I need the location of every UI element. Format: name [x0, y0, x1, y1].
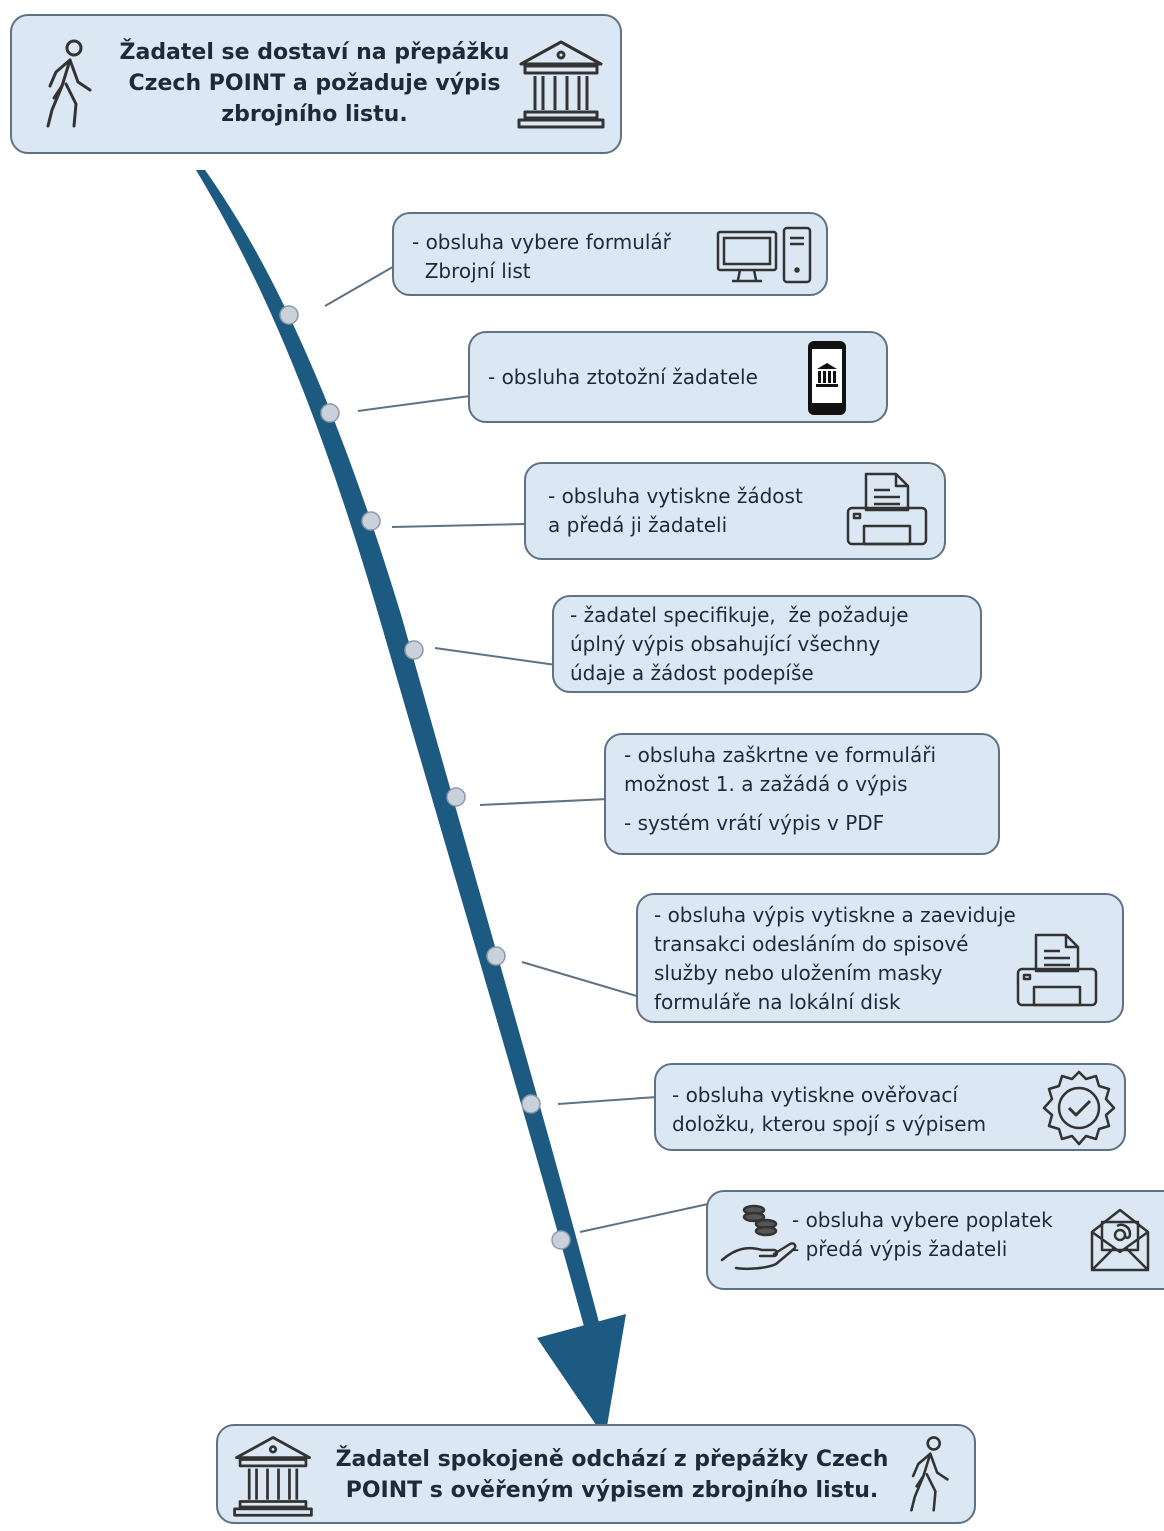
step-3-line-1: - obsluha vytiskne žádost	[548, 484, 803, 508]
mobile-phone-icon	[806, 339, 848, 417]
connector-line-7	[557, 1096, 658, 1105]
connector-line-2	[357, 395, 471, 412]
government-building-icon	[515, 36, 607, 130]
step-box-8: - obsluha vybere poplatek - předá výpis …	[706, 1190, 1164, 1290]
step-box-5: - obsluha zaškrtne ve formuláři možnost …	[604, 733, 1000, 855]
step-4-line-3: údaje a žádost podepíše	[570, 661, 814, 685]
milestone-dot-2	[320, 403, 340, 423]
step-box-1: - obsluha vybere formulář Zbrojní list	[392, 212, 828, 296]
connector-line-1	[324, 263, 399, 307]
step-4-line-1: - žadatel specifikuje, že požaduje	[570, 603, 909, 627]
connector-line-4	[434, 647, 557, 666]
milestone-dot-7	[521, 1094, 541, 1114]
step-2-line-1: - obsluha ztotožní žadatele	[488, 365, 758, 389]
step-1-line-1: - obsluha vybere formulář	[412, 230, 671, 254]
step-box-2: - obsluha ztotožní žadatele	[468, 331, 888, 423]
step-8-line-1: - obsluha vybere poplatek	[792, 1208, 1053, 1232]
milestone-dot-5	[446, 787, 466, 807]
printer-icon	[844, 470, 930, 548]
step-3-line-2: a předá ji žadateli	[548, 513, 728, 537]
end-text-line-1: Žadatel spokojeně odchází z přepážky Cze…	[335, 1447, 889, 1472]
milestone-dot-6	[486, 946, 506, 966]
end-text-line-2: POINT s ověřeným výpisem zbrojního listu…	[345, 1478, 879, 1503]
step-6-line-1: - obsluha výpis vytiskne a zaeviduje	[654, 903, 1016, 927]
start-text-line-1: Žadatel se dostaví na přepážku	[119, 40, 510, 65]
flow-arrow-body	[196, 170, 600, 1330]
milestone-dot-3	[361, 511, 381, 531]
step-7-line-1: - obsluha vytiskne ověřovací	[672, 1083, 958, 1107]
verified-badge-icon	[1040, 1069, 1118, 1147]
connector-line-3	[391, 523, 527, 528]
step-box-3: - obsluha vytiskne žádost a předá ji žad…	[524, 462, 946, 560]
start-text-line-3: zbrojního listu.	[221, 102, 408, 127]
step-box-7: - obsluha vytiskne ověřovací doložku, kt…	[654, 1063, 1126, 1151]
step-5-line-3: - systém vrátí výpis v PDF	[624, 811, 885, 835]
flow-arrow-head	[537, 1314, 626, 1438]
milestone-dot-8	[551, 1230, 571, 1250]
email-icon	[1088, 1206, 1152, 1274]
milestone-dot-1	[279, 305, 299, 325]
step-box-4: - žadatel specifikuje, že požaduje úplný…	[552, 595, 982, 693]
step-6-line-2: transakci odesláním do spisové	[654, 932, 969, 956]
step-6-line-4: formuláře na lokální disk	[654, 990, 901, 1014]
coins-in-hand-icon	[718, 1202, 798, 1272]
start-text-line-2: Czech POINT a požaduje výpis	[128, 71, 501, 96]
step-4-line-2: úplný výpis obsahující všechny	[570, 632, 881, 656]
step-box-6: - obsluha výpis vytiskne a zaeviduje tra…	[636, 893, 1124, 1023]
step-7-line-2: doložku, kterou spojí s výpisem	[672, 1112, 987, 1136]
start-box: Žadatel se dostaví na přepážku Czech POI…	[10, 14, 622, 154]
government-building-icon	[230, 1432, 316, 1518]
printer-icon	[1014, 931, 1100, 1009]
walking-person-icon	[908, 1432, 956, 1520]
connector-line-5	[479, 798, 609, 806]
connector-line-6	[521, 961, 641, 998]
step-6-line-3: služby nebo uložením masky	[654, 961, 943, 985]
milestone-dot-4	[404, 640, 424, 660]
end-box: Žadatel spokojeně odchází z přepážky Cze…	[216, 1424, 976, 1524]
connector-line-8	[579, 1203, 709, 1233]
step-8-line-2: - předá výpis žadateli	[792, 1237, 1008, 1261]
walking-person-icon	[44, 38, 100, 134]
computer-icon	[714, 224, 814, 286]
step-5-line-2: možnost 1. a zažádá o výpis	[624, 772, 908, 796]
step-1-line-2: Zbrojní list	[412, 259, 531, 283]
step-5-line-1: - obsluha zaškrtne ve formuláři	[624, 743, 937, 767]
